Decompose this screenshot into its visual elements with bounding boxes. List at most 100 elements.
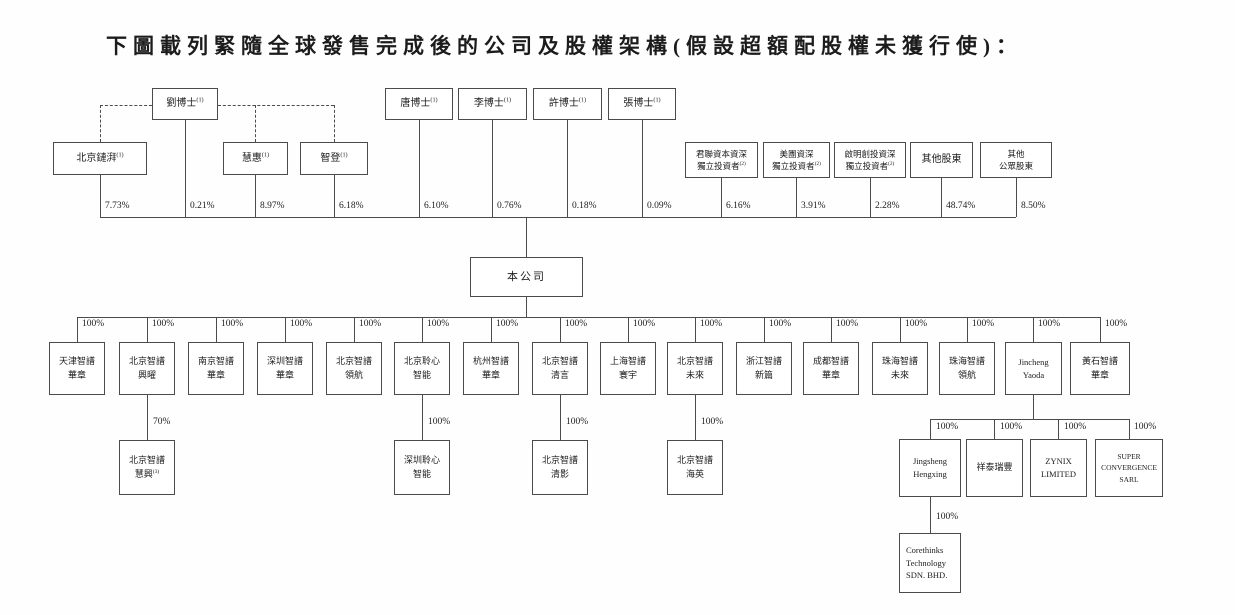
node-shenzhen-zhipu-huazhang: 深圳智譜 華章 <box>257 342 313 395</box>
connector <box>941 178 942 217</box>
node-super-convergence-sarl: SUPER CONVERGENCE SARL <box>1095 439 1163 497</box>
diagram-title: 下圖載列緊隨全球發售完成後的公司及股權架構(假設超額配股權未獲行使)： <box>106 34 1023 58</box>
connector <box>422 395 423 440</box>
jincheng-children-spine <box>930 419 1129 420</box>
node-zhejiang-zhipu-xinpian: 浙江智譜 新篇 <box>736 342 792 395</box>
footnote-marker: (2) <box>739 161 746 168</box>
node-label: Jingsheng Hengxing <box>913 456 947 479</box>
pct-label: 100% <box>496 319 519 329</box>
node-label: 黃石智譜 華章 <box>1081 356 1118 380</box>
footnote-marker: (1) <box>261 151 270 159</box>
node-label: 北京智譜 海英 <box>676 455 713 479</box>
node-label: 南京智譜 華章 <box>197 356 234 380</box>
shareholder-baseline <box>100 217 1016 218</box>
dashed-connector <box>255 105 256 142</box>
node-label: 浙江智譜 新篇 <box>745 356 782 380</box>
node-other-shareholders: 其他股東 <box>910 142 973 178</box>
connector <box>1033 395 1034 419</box>
connector <box>1016 178 1017 217</box>
node-dr-xu: 許博士(1) <box>533 88 602 120</box>
node-beijing-zhipu-qingying: 北京智譜 清影 <box>532 440 588 495</box>
pct-label: 100% <box>633 319 656 329</box>
pct-label: 3.91% <box>801 201 826 211</box>
pct-label: 0.18% <box>572 201 597 211</box>
dashed-connector <box>334 105 335 142</box>
pct-label: 100% <box>700 319 723 329</box>
node-beijing-zhipu-qingyan: 北京智譜 清言 <box>532 342 588 395</box>
connector <box>721 178 722 217</box>
pct-label: 8.97% <box>260 201 285 211</box>
connector <box>567 120 568 217</box>
node-zynix-limited: ZYNIX LIMITED <box>1030 439 1087 497</box>
node-legend-capital-independent-investors: 君聯資本資深 獨立投資者(2) <box>685 142 758 178</box>
connector <box>255 175 256 217</box>
dashed-connector <box>100 105 101 142</box>
node-label: 北京智譜 興曜 <box>128 356 165 380</box>
node-label: 祥泰瑞豐 <box>976 462 1013 473</box>
node-jingsheng-hengxing: Jingsheng Hengxing <box>899 439 961 497</box>
node-beijing-zhipu-weilai: 北京智譜 未來 <box>667 342 723 395</box>
node-tianjin-zhipu-huazhang: 天津智譜 華章 <box>49 342 105 395</box>
pct-label: 70% <box>153 417 171 427</box>
footnote-marker: (1) <box>430 96 438 104</box>
node-zhuhai-zhipu-linghang: 珠海智譜 領航 <box>939 342 995 395</box>
connector <box>930 419 931 439</box>
node-dr-tang: 唐博士(1) <box>385 88 453 120</box>
node-label: 上海智譜 寰宇 <box>609 356 646 380</box>
connector <box>77 317 78 342</box>
node-dr-liu: 劉博士(1) <box>152 88 218 120</box>
connector <box>695 395 696 440</box>
connector <box>967 317 968 342</box>
node-beijing-lianpai: 北京鏈湃(1) <box>53 142 147 175</box>
node-other-public-shareholders: 其他 公眾股東 <box>980 142 1052 178</box>
node-label: 天津智譜 華章 <box>58 356 95 380</box>
node-label: 杭州智譜 華章 <box>472 356 509 380</box>
connector <box>994 419 995 439</box>
pct-label: 48.74% <box>946 201 976 211</box>
connector <box>1100 317 1101 342</box>
node-label: 慧惠(1) <box>241 151 270 164</box>
pct-label: 100% <box>1105 319 1128 329</box>
pct-label: 0.76% <box>497 201 522 211</box>
pct-label: 100% <box>905 319 928 329</box>
node-label: 張博士(1) <box>623 96 661 110</box>
connector <box>764 317 765 342</box>
node-label: 北京智譜 慧興(3) <box>128 455 165 479</box>
footnote-marker: (3) <box>152 468 160 475</box>
dashed-connector <box>218 105 334 106</box>
footnote-marker: (1) <box>503 96 512 104</box>
node-zhuhai-zhipu-weilai: 珠海智譜 未來 <box>872 342 928 395</box>
connector <box>216 317 217 342</box>
connector <box>419 120 420 217</box>
node-label: 智登(1) <box>320 151 348 164</box>
node-zhideng: 智登(1) <box>300 142 368 175</box>
pct-label: 100% <box>769 319 792 329</box>
connector <box>642 120 643 217</box>
node-label: SUPER CONVERGENCE SARL <box>1101 452 1157 484</box>
pct-label: 100% <box>701 417 724 427</box>
node-beijing-zhipu-huixing: 北京智譜 慧興(3) <box>119 440 175 495</box>
connector <box>870 178 871 217</box>
node-label: 珠海智譜 領航 <box>948 356 985 380</box>
footnote-marker: (1) <box>196 96 204 104</box>
pct-label: 100% <box>836 319 859 329</box>
node-label: 北京鏈湃(1) <box>76 151 124 164</box>
node-label: 成都智譜 華章 <box>812 356 849 380</box>
connector <box>900 317 901 342</box>
footnote-marker: (1) <box>578 96 587 104</box>
node-company: 本公司 <box>470 257 583 297</box>
node-label: 本公司 <box>507 270 546 283</box>
dashed-connector <box>100 105 152 106</box>
pct-label: 100% <box>428 417 451 427</box>
node-label: 許博士(1) <box>548 96 587 110</box>
node-label: 北京智譜 清言 <box>541 356 578 380</box>
node-xiangtai-ruifeng: 祥泰瑞豐 <box>966 439 1023 497</box>
node-label: 珠海智譜 未來 <box>881 356 918 380</box>
connector <box>560 317 561 342</box>
node-label: 其他股東 <box>921 154 962 166</box>
connector <box>147 395 148 440</box>
connector <box>1058 419 1059 439</box>
connector <box>422 317 423 342</box>
node-label: 北京聆心 智能 <box>403 356 440 380</box>
